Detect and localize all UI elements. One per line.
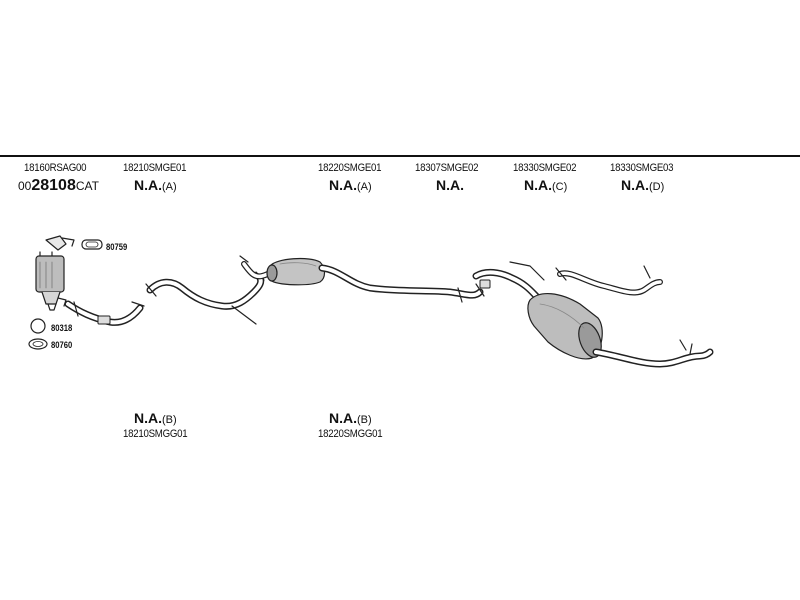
part-label-tail-pipe: N.A.(D) [621, 177, 664, 193]
na-label: N.A. [134, 177, 162, 193]
variant-label: (A) [162, 181, 177, 193]
na-label: N.A. [329, 410, 357, 426]
center-muffler-part [266, 257, 326, 286]
tail-pipe-upper-part [555, 265, 663, 296]
part-number-main: 28108 [31, 177, 76, 194]
ring-icon [30, 318, 46, 334]
na-label: N.A. [524, 177, 552, 193]
middle-pipe-part [318, 264, 485, 303]
part-label-rear-muffler: N.A.(C) [524, 177, 567, 193]
accessory-label-gasket: 80759 [106, 242, 128, 252]
catalytic-converter-part [35, 235, 75, 311]
accessory-label-seal: 80760 [51, 340, 73, 350]
na-label: N.A. [329, 177, 357, 193]
na-label: N.A. [436, 177, 464, 193]
part-code-center-muffler: 18220SMGE01 [318, 162, 382, 174]
part-code-tail-pipe: 18330SMGE03 [610, 162, 674, 174]
part-code-rear-muffler: 18330SMGE02 [513, 162, 577, 174]
tail-pipe-part [592, 339, 714, 368]
seal-icon [28, 338, 48, 350]
part-label-front-pipe-alt: N.A.(B) [134, 410, 177, 426]
part-code-front-pipe: 18210SMGE01 [123, 162, 187, 174]
front-y-pipe-part [64, 300, 145, 326]
variant-label: (C) [552, 181, 568, 193]
part-label-center-muffler: N.A.(A) [329, 177, 372, 193]
part-code-catalyst: 18160RSAG00 [24, 162, 87, 174]
part-number-suffix: CAT [75, 179, 99, 193]
header-divider-line [0, 155, 800, 157]
part-label-center-muffler-alt: N.A.(B) [329, 410, 372, 426]
variant-label: (A) [357, 181, 372, 193]
rear-connecting-pipe-part [472, 261, 545, 302]
accessory-label-ring: 80318 [51, 323, 73, 333]
variant-label: (B) [357, 414, 372, 426]
part-label-front-pipe: N.A.(A) [134, 177, 177, 193]
front-pipe-part [145, 271, 265, 325]
part-label-middle-pipe: N.A. [436, 177, 464, 193]
na-label: N.A. [621, 177, 649, 193]
part-number-catalyst: 0028108CAT [18, 177, 99, 195]
part-code-center-muffler-alt: 18220SMGG01 [318, 428, 383, 440]
na-label: N.A. [134, 410, 162, 426]
variant-label: (D) [649, 181, 665, 193]
gasket-icon [81, 239, 103, 250]
part-code-front-pipe-alt: 18210SMGG01 [123, 428, 188, 440]
variant-label: (B) [162, 414, 177, 426]
part-code-middle-pipe: 18307SMGE02 [415, 162, 479, 174]
part-number-prefix: 00 [18, 179, 32, 193]
